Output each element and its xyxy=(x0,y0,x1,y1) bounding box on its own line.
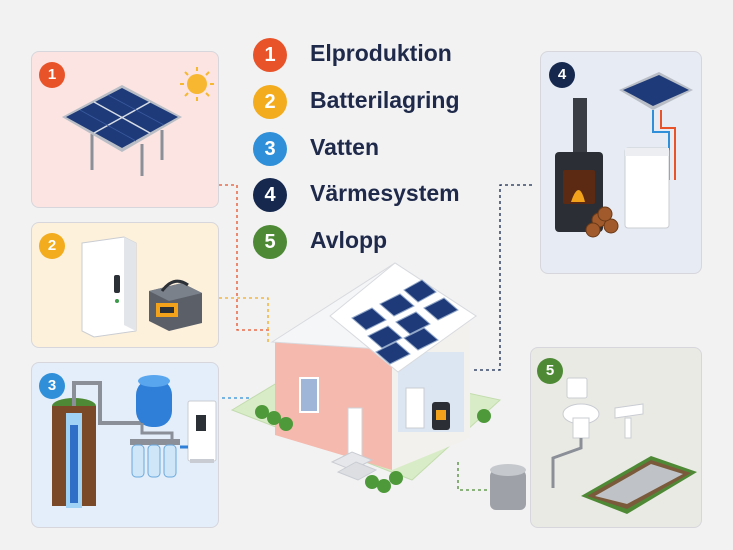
heating-illustration xyxy=(555,72,693,238)
firewood-stack xyxy=(585,206,619,238)
panel-badge: 1 xyxy=(39,62,65,88)
panel-badge: 4 xyxy=(549,62,575,88)
legend-label: Värmesystem xyxy=(310,180,460,206)
well-icon xyxy=(52,381,142,508)
water-heater xyxy=(187,400,217,463)
toilet-icon xyxy=(562,377,600,439)
panel-power-production: 1 xyxy=(31,51,219,208)
accumulator-tank xyxy=(624,147,670,229)
panel-badge: 5 xyxy=(537,358,563,384)
connector-2 xyxy=(219,297,269,345)
legend-badge: 2 xyxy=(253,85,287,119)
panel-battery-storage: 2 xyxy=(31,222,219,348)
infiltration-bed xyxy=(581,456,697,514)
connector-4 xyxy=(474,184,535,371)
sink-icon xyxy=(614,403,644,439)
panel-sewage: 5 xyxy=(530,347,702,528)
panel-heating-system: 4 xyxy=(540,51,702,274)
roof-solar-collector xyxy=(619,72,693,110)
legend-badge: 3 xyxy=(253,132,287,166)
legend-label: Batterilagring xyxy=(310,87,460,113)
legend-badge: 5 xyxy=(253,225,287,259)
panel-badge: 2 xyxy=(39,233,65,259)
connector-5 xyxy=(457,462,492,491)
wood-stove xyxy=(555,98,603,232)
panel-badge: 3 xyxy=(39,373,65,399)
legend-badge: 4 xyxy=(253,178,287,212)
battery-cabinet xyxy=(81,236,137,338)
water-tank xyxy=(136,375,172,427)
legend-label: Avlopp xyxy=(310,227,388,253)
battery-illustration xyxy=(81,236,202,338)
solar-panel-illustration xyxy=(62,67,214,176)
sewage-illustration xyxy=(551,377,697,514)
sun-icon xyxy=(180,67,214,101)
legend-label: Vatten xyxy=(310,134,380,160)
connector-1 xyxy=(219,184,272,331)
water-filters xyxy=(130,439,180,478)
panel-water: 3 xyxy=(31,362,219,528)
legend-label: Elproduktion xyxy=(310,40,452,66)
legend-badge: 1 xyxy=(253,38,287,72)
water-illustration xyxy=(52,375,217,508)
portable-power-station xyxy=(149,279,202,331)
